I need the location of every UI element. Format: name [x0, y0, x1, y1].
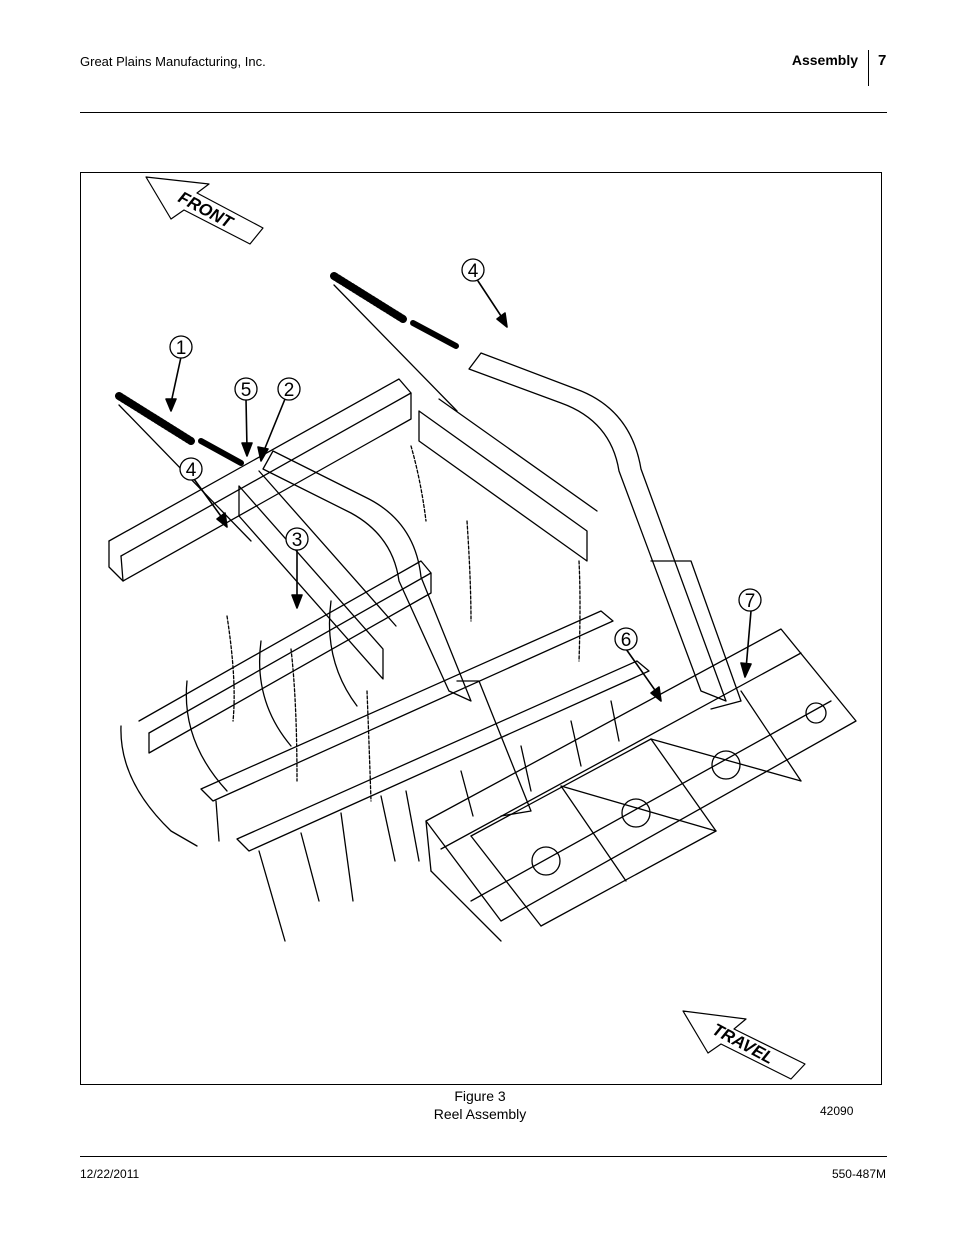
callout-5: 5 — [234, 377, 258, 401]
header-rule — [80, 112, 887, 113]
header-section-title: Assembly — [791, 52, 858, 68]
header-company: Great Plains Manufacturing, Inc. — [80, 54, 266, 69]
callout-6: 6 — [614, 627, 638, 651]
callout-3: 3 — [285, 527, 309, 551]
callout-1: 1 — [169, 335, 193, 359]
callout-4-left: 4 — [179, 457, 203, 481]
callout-7: 7 — [738, 588, 762, 612]
callout-2: 2 — [277, 377, 301, 401]
svg-text:7: 7 — [745, 591, 756, 612]
svg-text:1: 1 — [176, 338, 187, 359]
svg-text:3: 3 — [292, 530, 303, 551]
travel-label: TRAVEL — [709, 1020, 777, 1068]
callout-4-right: 4 — [461, 258, 485, 282]
figure-id: 42090 — [820, 1104, 854, 1118]
front-direction-arrow: FRONT — [145, 176, 264, 245]
svg-text:2: 2 — [284, 380, 295, 401]
footer-doc-number: 550-487M — [831, 1167, 886, 1181]
figure-caption-title: Reel Assembly — [433, 1106, 527, 1122]
figure-caption-number: Figure 3 — [454, 1088, 506, 1104]
svg-text:4: 4 — [468, 261, 479, 282]
machine-frame — [108, 272, 742, 942]
footer-date: 12/22/2011 — [80, 1167, 140, 1181]
header-divider — [868, 50, 869, 86]
footer-rule — [80, 1156, 887, 1157]
svg-text:6: 6 — [621, 630, 632, 651]
travel-direction-arrow: TRAVEL — [682, 1010, 806, 1080]
reel-roller — [425, 628, 857, 942]
svg-text:5: 5 — [241, 380, 252, 401]
page-number: 7 — [878, 52, 887, 69]
svg-text:4: 4 — [186, 460, 197, 481]
callout-leaders — [165, 280, 752, 702]
figure-frame: FRONT TRAVEL — [80, 172, 882, 1085]
reel-assembly-drawing: FRONT TRAVEL — [108, 176, 857, 1080]
